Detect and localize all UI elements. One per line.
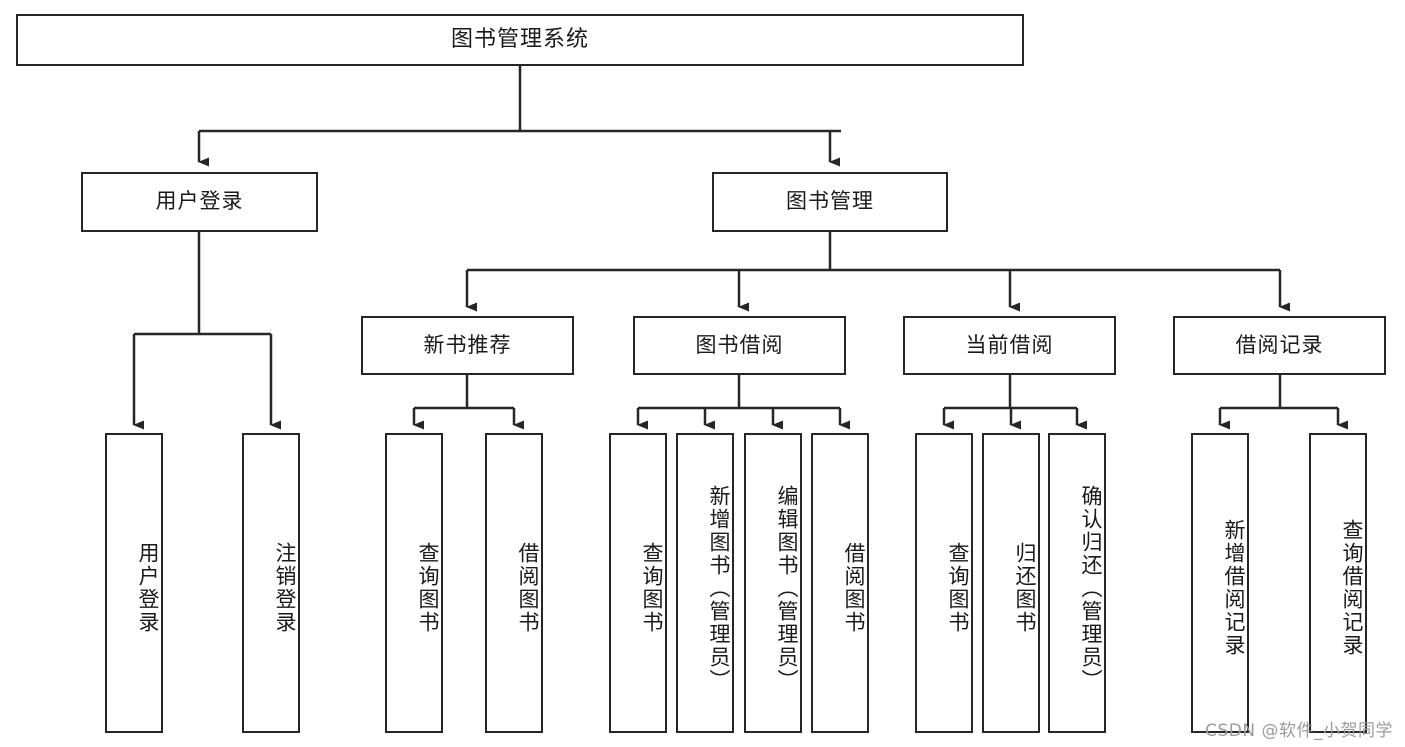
leaf-record-query-borrow-record[interactable]: 查询借阅记录 <box>1309 433 1367 733</box>
leaf-recommend-query-book[interactable]: 查询图书 <box>385 433 443 733</box>
leaf-recommend-borrow-book[interactable]: 借阅图书 <box>485 433 543 733</box>
node-current-borrow[interactable]: 当前借阅 <box>903 316 1116 375</box>
node-root-book-management-system[interactable]: 图书管理系统 <box>16 14 1024 66</box>
leaf-current-confirm-return-admin[interactable]: 确认归还（管理员） <box>1048 433 1106 733</box>
connector-root-to-level1 <box>197 66 841 167</box>
node-borrow-record[interactable]: 借阅记录 <box>1173 316 1386 375</box>
connector-userlogin-to-leaves <box>132 232 281 430</box>
node-user-login[interactable]: 用户登录 <box>81 172 318 232</box>
connector-recommend-to-leaves <box>412 375 524 430</box>
leaf-current-return-book[interactable]: 归还图书 <box>982 433 1040 733</box>
leaf-borrow-edit-book-admin[interactable]: 编辑图书（管理员） <box>744 433 802 733</box>
leaf-user-login-logout[interactable]: 注销登录 <box>242 433 300 733</box>
connector-bookmgmt-to-level2 <box>465 232 1290 312</box>
leaf-borrow-borrow-book[interactable]: 借阅图书 <box>811 433 869 733</box>
leaf-user-login-login[interactable]: 用户登录 <box>105 433 163 733</box>
node-book-management[interactable]: 图书管理 <box>712 172 948 232</box>
connector-record-to-leaves <box>1218 375 1348 430</box>
leaf-current-query-book[interactable]: 查询图书 <box>915 433 973 733</box>
node-new-book-recommend[interactable]: 新书推荐 <box>361 316 574 375</box>
leaf-borrow-query-book[interactable]: 查询图书 <box>609 433 667 733</box>
connector-borrow-to-leaves <box>636 375 850 430</box>
leaf-borrow-add-book-admin[interactable]: 新增图书（管理员） <box>676 433 734 733</box>
connector-current-to-leaves <box>942 375 1087 430</box>
leaf-record-add-borrow-record[interactable]: 新增借阅记录 <box>1191 433 1249 733</box>
node-book-borrow[interactable]: 图书借阅 <box>633 316 846 375</box>
